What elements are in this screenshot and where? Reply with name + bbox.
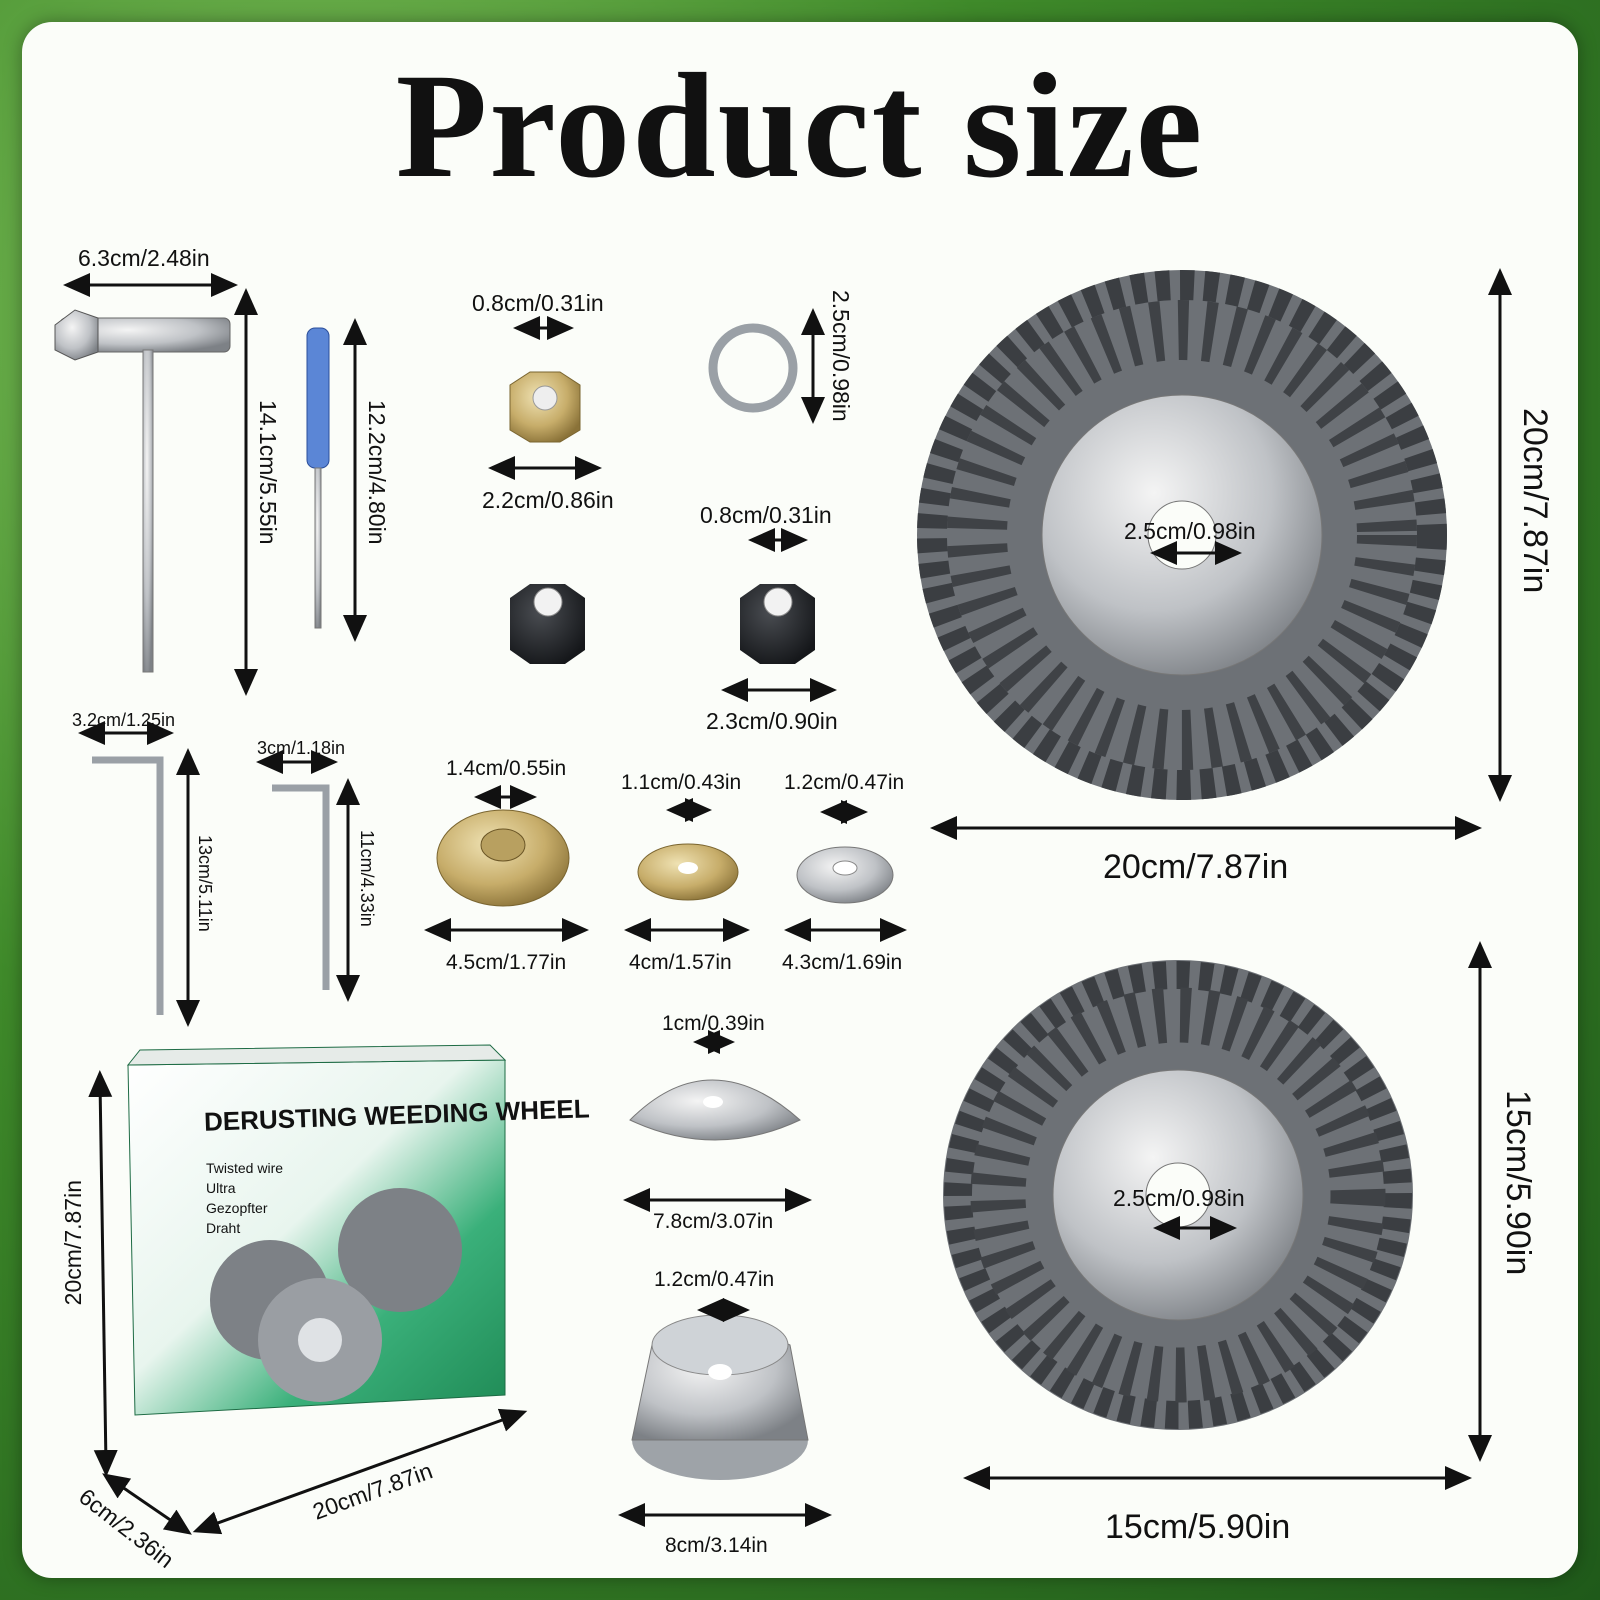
hex-key-large-illustration: [92, 756, 164, 1015]
hex-key-small-illustration: [272, 784, 330, 990]
dome-cup-illustration: [629, 1079, 801, 1141]
bump-cup-illustration: [631, 1314, 809, 1480]
sealing-ring-illustration: [708, 323, 798, 413]
t-wrench-illustration: [54, 309, 231, 673]
box-line-4: Draht: [206, 1220, 241, 1236]
wire-wheel-20cm-illustration: [917, 270, 1447, 800]
nut3-hole-label: 0.8cm/0.31in: [700, 502, 832, 528]
hex1-height-label: 13cm/5.11in: [195, 835, 215, 932]
cup2-diameter-label: 8cm/3.14in: [665, 1534, 768, 1557]
wheel20-height-label: 20cm/7.87in: [1516, 408, 1554, 594]
ring-diameter-label: 2.5cm/0.98in: [828, 290, 854, 422]
nut3-width-label: 2.3cm/0.90in: [706, 708, 838, 734]
washer3-hole-label: 1.2cm/0.47in: [784, 771, 905, 794]
box-line-3: Gezopfter: [206, 1200, 268, 1216]
cup1-diameter-label: 7.8cm/3.07in: [653, 1210, 774, 1233]
wire-wheel-15cm-illustration: [943, 960, 1413, 1430]
black-nut-illustration: [510, 584, 585, 664]
washer1-hole-label: 1.4cm/0.55in: [446, 757, 567, 780]
wheel15-hole-label: 2.5cm/0.98in: [1113, 1185, 1245, 1211]
screwdriver-height-label: 12.2cm/4.80in: [364, 400, 390, 545]
washer1-diameter-label: 4.5cm/1.77in: [446, 951, 567, 974]
cup1-hole-label: 1cm/0.39in: [662, 1012, 765, 1035]
washer3-diameter-label: 4.3cm/1.69in: [782, 951, 903, 974]
cup2-hole-label: 1.2cm/0.47in: [654, 1268, 775, 1291]
hex2-height-label: 11cm/4.33in: [357, 830, 377, 927]
washer2-hole-label: 1.1cm/0.43in: [621, 771, 742, 794]
tool-height-label: 14.1cm/5.55in: [255, 400, 281, 545]
screwdriver-illustration: [306, 327, 330, 629]
nut1-hole-label: 0.8cm/0.31in: [472, 290, 604, 316]
wheel15-width-label: 15cm/5.90in: [1105, 1508, 1291, 1546]
nut1-width-label: 2.2cm/0.86in: [482, 487, 614, 513]
product-box-illustration: [126, 1044, 507, 1416]
black-nut-2-illustration: [740, 584, 815, 664]
washer2-diameter-label: 4cm/1.57in: [629, 951, 732, 974]
wheel20-width-label: 20cm/7.87in: [1103, 848, 1289, 886]
box-height-label: 20cm/7.87in: [60, 1180, 86, 1306]
page-title: Product size: [395, 43, 1205, 209]
box-line-2: Ultra: [206, 1180, 236, 1196]
hex2-width-label: 3cm/1.18in: [257, 738, 346, 758]
dimension-arrows: [63, 268, 1512, 1535]
hex1-width-label: 3.2cm/1.25in: [72, 710, 176, 730]
wheel15-height-label: 15cm/5.90in: [1499, 1090, 1537, 1276]
box-line-1: Twisted wire: [206, 1160, 284, 1176]
tool-width-label: 6.3cm/2.48in: [78, 245, 210, 271]
wheel20-hole-label: 2.5cm/0.98in: [1124, 518, 1256, 544]
